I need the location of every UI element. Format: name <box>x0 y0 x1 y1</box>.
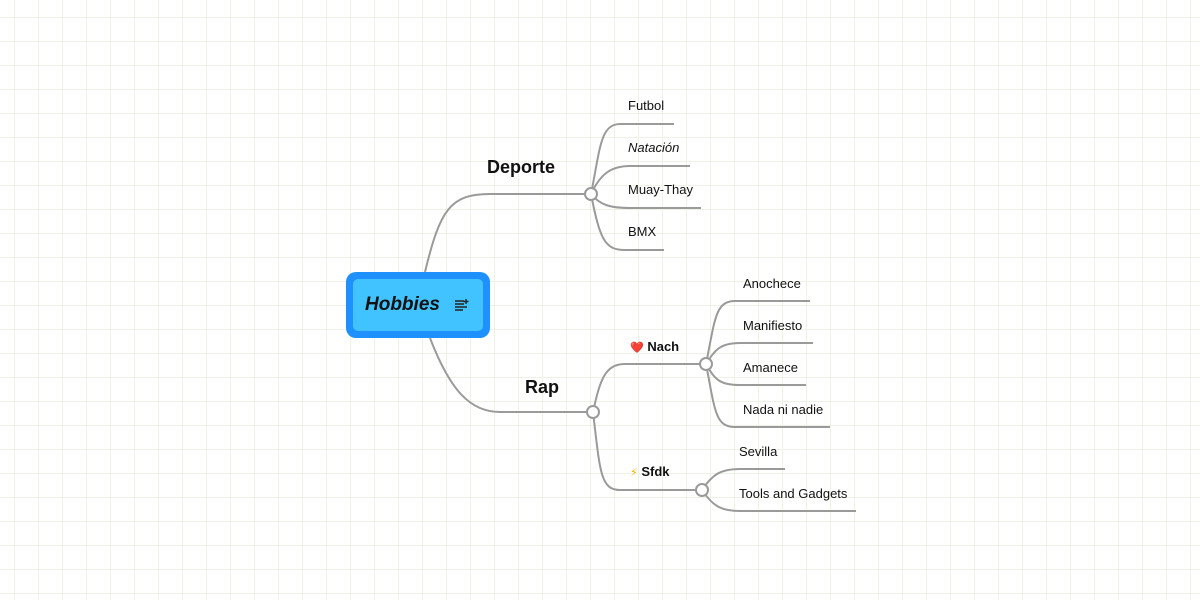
collapse-toggle-rap <box>586 405 600 419</box>
collapse-toggle-nach <box>699 357 713 371</box>
connector-futbol <box>590 123 674 195</box>
topic-nach-label: Nach <box>647 339 680 354</box>
connector-rap <box>429 337 588 413</box>
topic-tools-and-gadgets[interactable]: Tools and Gadgets <box>739 486 848 501</box>
topic-bmx[interactable]: BMX <box>628 224 657 239</box>
heart-icon: ❤️ <box>630 342 644 354</box>
connector-nach <box>592 363 701 413</box>
notes-add-icon[interactable] <box>454 298 470 312</box>
topic-deporte[interactable]: Deporte <box>487 157 556 177</box>
connector-anochece <box>705 300 810 365</box>
topic-muay-thay[interactable]: Muay-Thay <box>628 182 694 197</box>
topic-natacion[interactable]: Natación <box>628 140 680 155</box>
topic-sfdk[interactable]: ⚡ Sfdk <box>630 464 670 479</box>
topic-futbol[interactable]: Futbol <box>628 98 665 113</box>
collapse-toggle-sfdk <box>695 483 709 497</box>
connector-nada <box>705 363 830 428</box>
topic-sfdk-label: Sfdk <box>641 464 670 479</box>
topic-sevilla[interactable]: Sevilla <box>739 444 778 459</box>
root-node[interactable]: Hobbies <box>346 272 490 338</box>
topic-anochece[interactable]: Anochece <box>743 276 801 291</box>
root-title: Hobbies <box>365 294 440 315</box>
topic-nach[interactable]: ❤️ Nach <box>630 339 679 354</box>
topic-rap[interactable]: Rap <box>525 377 560 397</box>
lightning-icon: ⚡ <box>630 467 638 479</box>
topic-amanece[interactable]: Amanece <box>743 360 798 375</box>
topic-manifiesto[interactable]: Manifiesto <box>743 318 803 333</box>
topic-nada-ni-nadie[interactable]: Nada ni nadie <box>743 402 824 417</box>
connector-sfdk <box>592 411 697 491</box>
collapse-toggle-deporte <box>584 187 598 201</box>
connector-deporte <box>424 193 586 273</box>
connector-bmx <box>590 193 664 251</box>
